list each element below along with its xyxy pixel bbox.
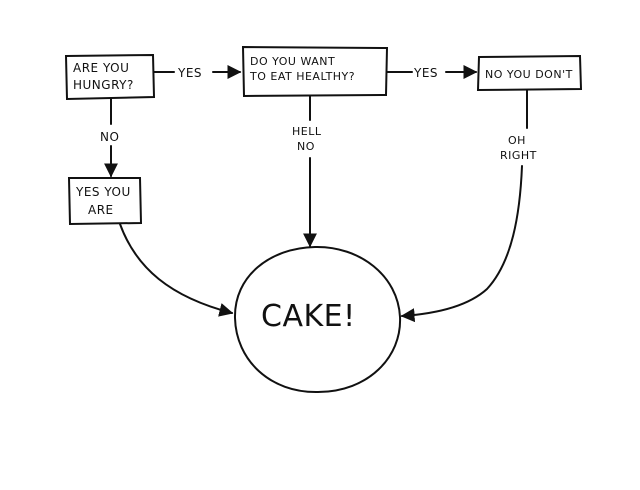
edge-healthy-to-no-you-dont: YES [386,65,478,80]
edge-hungry-to-healthy: YES [153,65,242,80]
node-no-you-dont: NO YOU DON'T [476,54,583,92]
node-label-yes-you-are-line1: YES YOU [75,185,131,199]
node-label-yes-you-are-line2: ARE [88,203,114,217]
edge-no-you-dont-to-cake: OH RIGHT [400,89,537,323]
edge-label-hell-no-line1: HELL [292,125,322,138]
node-box-no-you-dont [476,54,583,92]
edge-label-hungry-yes: YES [177,66,202,80]
node-cake: CAKE! [233,245,402,394]
edge-healthy-to-cake: HELL NO [292,95,322,248]
edge-hungry-to-yes-you-are: NO [100,98,119,178]
edge-line-oh-right-b [400,165,523,323]
edge-label-hell-no-line2: NO [297,140,315,153]
edge-label-oh-right-line2: RIGHT [500,149,537,162]
edge-label-healthy-yes: YES [413,66,438,80]
node-box-hungry [64,53,156,101]
node-label-hungry-line1: ARE YOU [73,61,129,75]
node-label-healthy-line2: TO EAT HEALTHY? [249,70,355,83]
node-are-you-hungry: ARE YOU HUNGRY? [64,53,156,101]
node-label-healthy-line1: DO YOU WANT [250,55,335,68]
node-eat-healthy: DO YOU WANT TO EAT HEALTHY? [241,45,389,98]
edge-label-oh-right-line1: OH [508,134,526,147]
edge-label-hungry-no: NO [100,130,119,144]
node-label-cake: CAKE! [261,299,356,334]
node-label-hungry-line2: HUNGRY? [73,78,134,92]
node-label-no-you-dont: NO YOU DON'T [485,68,573,81]
edge-yes-you-are-to-cake [119,223,234,317]
node-box-healthy [241,45,389,98]
node-yes-you-are: YES YOU ARE [67,177,143,226]
edge-line-yes-you-are-to-cake [119,223,234,317]
cake-circle [233,245,402,394]
node-box-yes-you-are [67,177,143,226]
